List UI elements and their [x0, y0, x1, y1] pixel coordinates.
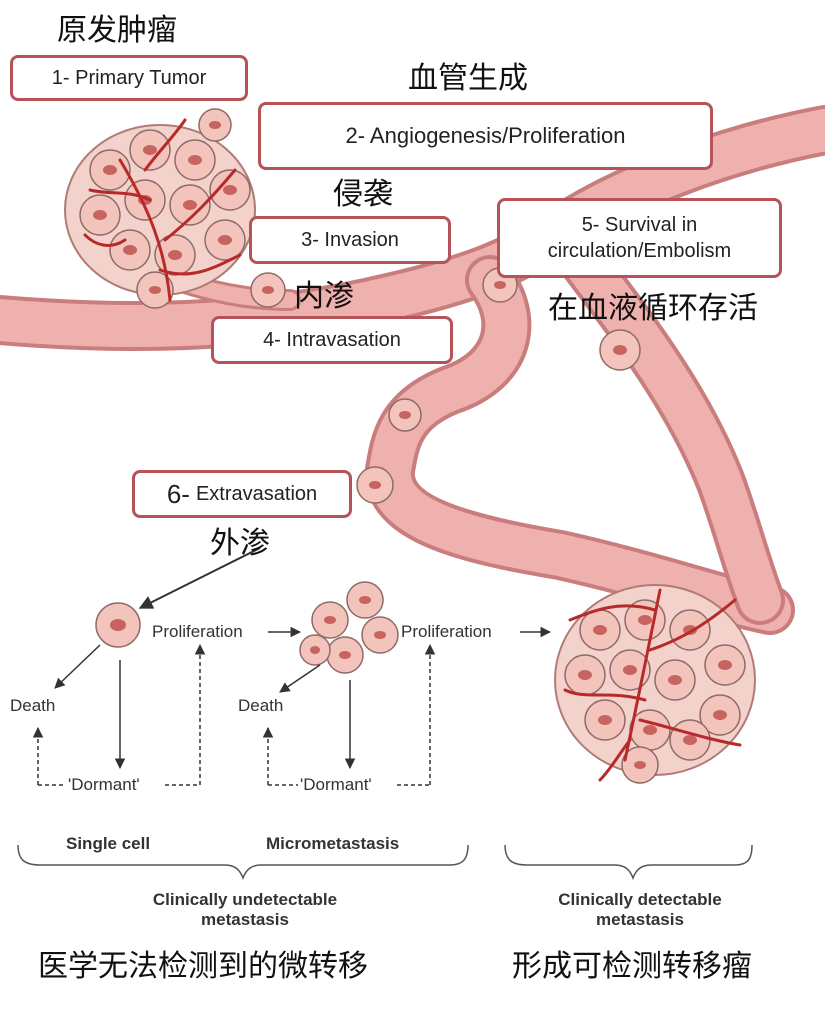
- step2-label: 2- Angiogenesis/Proliferation: [345, 123, 626, 148]
- step5-label-line2: circulation/Embolism: [547, 240, 732, 262]
- micrometastasis-fate-arrows: [262, 626, 552, 786]
- single-cell: [95, 602, 141, 648]
- step2-box: 2- Angiogenesis/Proliferation: [258, 102, 713, 170]
- step4-zh-label: 内渗: [294, 279, 354, 314]
- micrometastasis-label: Micrometastasis: [266, 834, 400, 853]
- step1-zh-label: 原发肿瘤: [57, 13, 177, 48]
- detectable-zh-caption: 形成可检测转移瘤: [512, 949, 752, 984]
- proliferation-label-1: Proliferation: [152, 622, 243, 641]
- undetectable-caption-line2: metastasis: [201, 910, 289, 929]
- proliferation-label-2: Proliferation: [401, 622, 492, 641]
- step1-label: 1- Primary Tumor: [51, 67, 207, 89]
- step5-zh-label: 在血液循环存活: [548, 291, 758, 326]
- detectable-caption-line1: Clinically detectable: [558, 890, 722, 909]
- undetectable-caption: Clinically undetectable metastasis: [100, 890, 390, 930]
- step3-label: 3- Invasion: [301, 229, 399, 251]
- death-label-2: Death: [238, 696, 284, 715]
- detectable-metastasis-cluster: [554, 584, 756, 784]
- step6-label: Extravasation: [195, 483, 318, 505]
- detectable-caption: Clinically detectable metastasis: [520, 890, 760, 930]
- extravasation-arrow: [138, 547, 261, 609]
- dormant-label-2: 'Dormant': [300, 775, 372, 794]
- micrometastasis-cluster: [299, 581, 399, 674]
- step6-zh-label: 外渗: [210, 526, 270, 561]
- single-cell-fate-arrows: [32, 626, 302, 786]
- step1-box: 1- Primary Tumor: [10, 55, 248, 101]
- step5-label-line1: 5- Survival in: [581, 214, 698, 236]
- undetectable-brace: [17, 844, 469, 881]
- step6-number: 6-: [166, 479, 190, 509]
- step6-box: 6- Extravasation: [132, 470, 352, 518]
- blood-vessel: [0, 105, 825, 635]
- step5-box: 5- Survival in circulation/Embolism: [497, 198, 782, 278]
- detectable-caption-line2: metastasis: [596, 910, 684, 929]
- step3-zh-label: 侵袭: [333, 177, 393, 212]
- step2-zh-label: 血管生成: [408, 61, 528, 96]
- dormant-label-1: 'Dormant': [68, 775, 140, 794]
- primary-tumor-cluster: [64, 108, 256, 309]
- step3-box: 3- Invasion: [249, 216, 451, 264]
- step4-box: 4- Intravasation: [211, 316, 453, 364]
- undetectable-caption-line1: Clinically undetectable: [152, 890, 338, 909]
- death-label-1: Death: [10, 696, 56, 715]
- detectable-brace: [504, 844, 753, 881]
- step4-label: 4- Intravasation: [263, 329, 401, 351]
- undetectable-zh-caption: 医学无法检测到的微转移: [38, 949, 368, 984]
- single-cell-label: Single cell: [66, 834, 151, 853]
